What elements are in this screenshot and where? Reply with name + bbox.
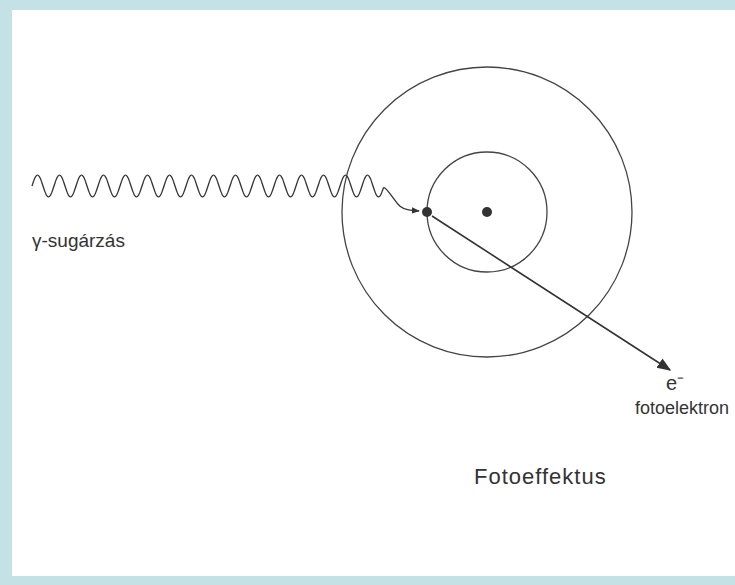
photoeffect-illustration: [12, 10, 735, 576]
inner-shell: [427, 152, 547, 272]
electron: [422, 207, 432, 217]
page-ground: γ-sugárzás e⁻ fotoelektronFotoeffektus: [12, 10, 735, 576]
nucleus: [482, 207, 492, 217]
radiation-label: γ-sugárzás: [32, 230, 125, 252]
figure-caption: Fotoeffektus: [474, 464, 607, 489]
particle-symbol: e⁻: [666, 372, 684, 395]
particle-label: fotoelektron: [635, 398, 729, 419]
gamma-wave: [32, 175, 419, 211]
photoelectron-arrow: [432, 216, 670, 370]
outer-shell: [342, 67, 632, 357]
